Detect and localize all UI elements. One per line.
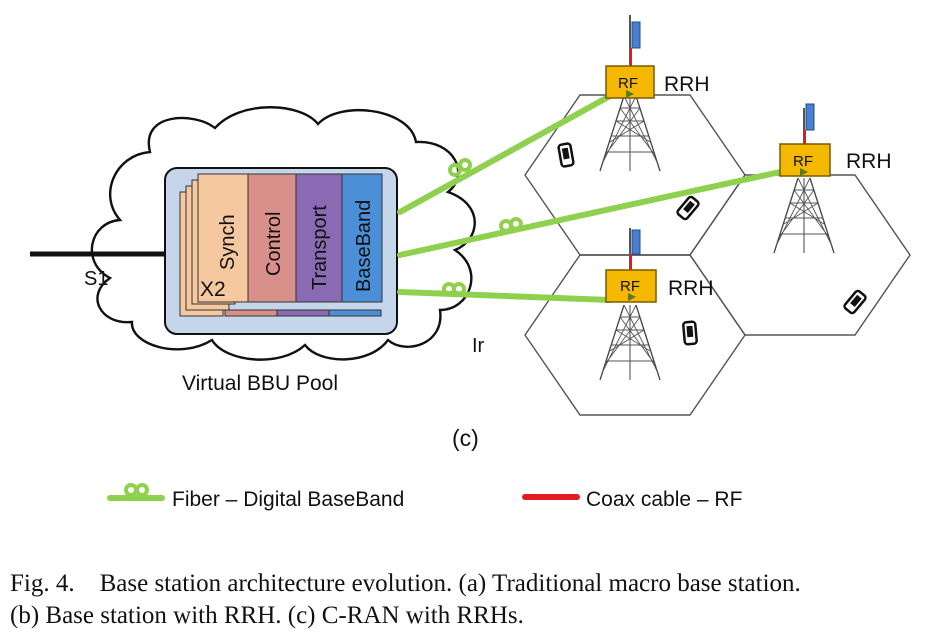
rrh-label-bottom: RRH [668, 277, 714, 300]
rf-box-top: RF [605, 65, 655, 99]
ir-label: Ir [472, 335, 485, 357]
c-ran-diagram: S1 X2 Synch Control Transport BaseBand I… [30, 15, 911, 511]
legend-fiber: Fiber – Digital BaseBand [107, 483, 404, 511]
phone-icon [681, 320, 699, 346]
rf-label: RF [620, 278, 640, 295]
rf-box-right: RF [779, 143, 831, 177]
rf-box-bottom: RF [605, 269, 657, 303]
fiber-loop-icons [442, 158, 523, 296]
layer-label-x2: X2 [200, 278, 226, 301]
legend-fiber-label: Fiber – Digital BaseBand [172, 488, 404, 511]
subfigure-label: (c) [452, 425, 479, 451]
phone-icon [842, 288, 868, 316]
s1-label: S1 [84, 268, 108, 290]
fiber-links [397, 93, 783, 303]
cell-hexagon-bottom [524, 254, 746, 416]
rrh-label-top: RRH [664, 73, 710, 96]
rf-label: RF [618, 75, 638, 92]
phone-icon [675, 194, 701, 222]
caption-line-2: (b) Base station with RRH. (c) C-RAN wit… [10, 602, 524, 629]
rrh-label-right: RRH [846, 150, 892, 173]
layer-label-transport: Transport [309, 205, 331, 290]
bbu-layers [197, 173, 383, 303]
bbu-pool-label: Virtual BBU Pool [182, 372, 338, 395]
control-layer [247, 173, 297, 303]
rf-label: RF [793, 153, 813, 170]
fiber-link-right [397, 169, 783, 258]
legend-coax: Coax cable – RF [522, 488, 742, 511]
caption-line-1: Fig. 4. Base station architecture evolut… [10, 570, 801, 597]
layer-label-synch: Synch [217, 214, 239, 270]
figure-caption: Fig. 4. Base station architecture evolut… [10, 568, 935, 632]
cell-hexagons [524, 94, 911, 416]
tower-bottom [599, 228, 661, 381]
fiber-link-top [397, 93, 613, 215]
baseband-layer [341, 173, 383, 303]
fiber-link-bottom [397, 289, 613, 303]
legend-coax-label: Coax cable – RF [586, 488, 742, 511]
layer-label-baseband: BaseBand [353, 200, 375, 292]
tower-right [773, 103, 835, 254]
layer-label-control: Control [263, 212, 285, 276]
tower-top [599, 15, 661, 172]
phone-icon [556, 141, 576, 169]
